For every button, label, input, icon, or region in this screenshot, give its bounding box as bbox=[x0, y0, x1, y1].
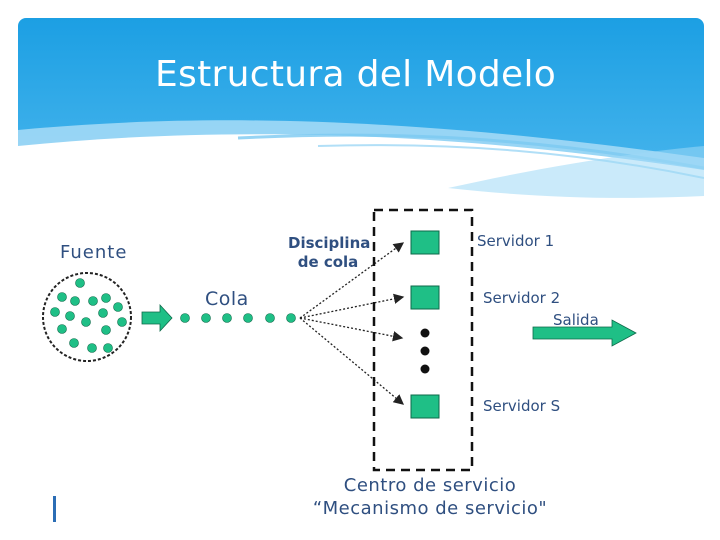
exit-label: Salida bbox=[553, 311, 599, 329]
queue-customers bbox=[180, 313, 296, 323]
banner-background bbox=[18, 18, 704, 203]
discipline-label-line-2: de cola bbox=[297, 253, 359, 271]
server-s-box bbox=[410, 394, 440, 419]
discipline-label-line-1: Disciplina bbox=[288, 234, 371, 252]
more-servers-ellipsis bbox=[420, 328, 430, 374]
discipline-label: Disciplina de cola bbox=[288, 234, 371, 272]
service-center-caption: Centro de servicio “Mecanismo de servici… bbox=[300, 474, 560, 520]
service-center-line-2: “Mecanismo de servicio" bbox=[312, 498, 548, 519]
queue-label: Cola bbox=[205, 288, 249, 310]
server-s-label: Servidor S bbox=[483, 397, 561, 415]
source-label: Fuente bbox=[60, 242, 128, 263]
service-center-line-1: Centro de servicio bbox=[343, 475, 517, 496]
server-1-box bbox=[410, 230, 440, 255]
slide-title: Estructura del Modelo bbox=[155, 54, 557, 95]
source-population bbox=[42, 272, 132, 362]
discipline-arrows bbox=[299, 242, 405, 405]
title-banner: Estructura del Modelo bbox=[18, 18, 704, 203]
server-2-box bbox=[410, 285, 440, 310]
server-1-label: Servidor 1 bbox=[477, 232, 555, 250]
arrival-arrow bbox=[141, 303, 173, 333]
exit-arrow bbox=[532, 319, 637, 347]
service-center-box bbox=[372, 208, 474, 472]
accent-bar bbox=[53, 496, 56, 522]
server-2-label: Servidor 2 bbox=[483, 289, 561, 307]
